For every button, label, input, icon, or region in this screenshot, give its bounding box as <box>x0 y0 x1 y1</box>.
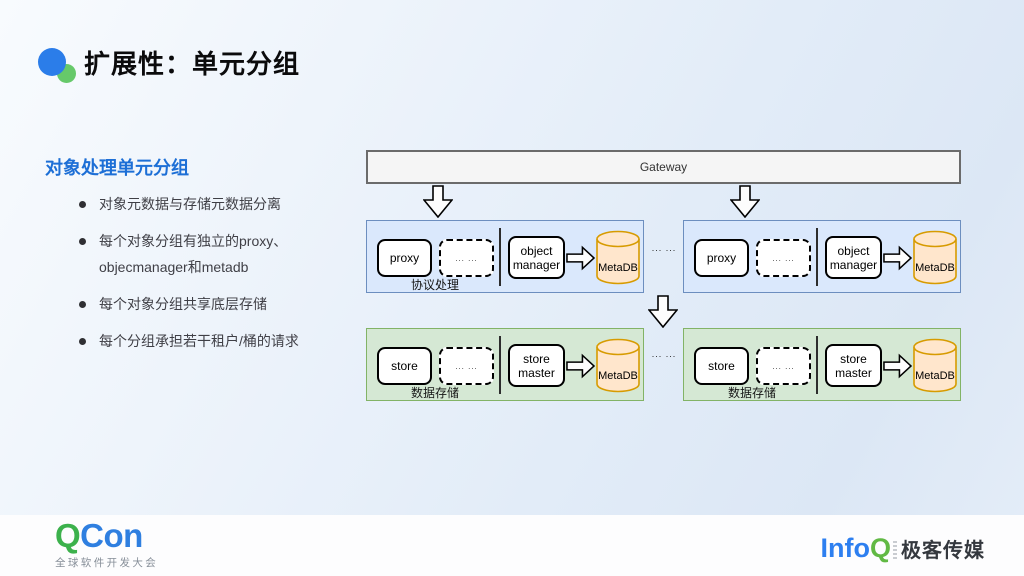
group-label: 数据存储 <box>410 386 459 400</box>
metadb-label: MetaDB <box>598 370 638 382</box>
footer: QCon 全球软件开发大会 InfoQ 极客传媒 <box>0 515 1024 576</box>
node-label-line1: store <box>523 351 550 366</box>
bullet-dot-icon <box>79 301 86 308</box>
node-label-line1: store <box>840 351 867 366</box>
metadb-cylinder-icon <box>913 338 957 393</box>
bullet-dot-icon <box>79 338 86 345</box>
infoq-info: Info <box>820 532 870 563</box>
store-master-node: store master <box>508 344 565 387</box>
object-manager-node: object manager <box>825 236 882 279</box>
qcon-wordmark: QCon <box>55 519 158 553</box>
bullet-circles-icon <box>38 48 80 84</box>
protocol-unit-left: proxy ... ... 协议处理 object manager MetaDB <box>366 220 644 293</box>
more-nodes-placeholder: ... ... <box>439 239 494 277</box>
down-arrow-icon <box>730 185 760 218</box>
infoq-q: Q <box>869 532 891 563</box>
qcon-con: Con <box>80 517 143 554</box>
store-master-node: store master <box>825 344 882 387</box>
unit-divider <box>499 336 501 394</box>
bullet-item: 每个对象分组共享底层存储 <box>78 291 344 317</box>
bullet-text: 每个对象分组有独立的proxy、objecmanager和metadb <box>99 233 288 275</box>
storage-unit-left: store ... ... 数据存储 store master MetaDB <box>366 328 644 401</box>
bullet-item: 每个分组承担若干租户/桶的请求 <box>78 328 344 354</box>
object-manager-node: object manager <box>508 236 565 279</box>
storage-unit-right: store ... ... 数据存储 store master MetaDB <box>683 328 961 401</box>
unit-divider <box>816 336 818 394</box>
bullet-text: 对象元数据与存储元数据分离 <box>99 196 281 212</box>
bullet-item: 对象元数据与存储元数据分离 <box>78 191 344 217</box>
right-arrow-icon <box>883 245 912 271</box>
more-nodes-placeholder: ... ... <box>756 347 811 385</box>
ellipsis-between-units: ... ... <box>651 349 677 359</box>
down-arrow-icon <box>648 295 678 328</box>
metadb-label: MetaDB <box>598 262 638 274</box>
bullet-list: 对象元数据与存储元数据分离 每个对象分组有独立的proxy、objecmanag… <box>78 191 344 365</box>
bullet-dot-icon <box>79 238 86 245</box>
infoq-logo: InfoQ 极客传媒 <box>821 532 986 563</box>
node-label-line2: manager <box>829 257 878 272</box>
unit-divider <box>499 228 501 286</box>
qcon-logo: QCon 全球软件开发大会 <box>55 519 158 570</box>
more-nodes-placeholder: ... ... <box>439 347 494 385</box>
right-arrow-icon <box>566 245 595 271</box>
unit-divider <box>816 228 818 286</box>
group-label: 协议处理 <box>410 278 459 292</box>
proxy-node: proxy <box>377 239 432 277</box>
qcon-tagline: 全球软件开发大会 <box>55 557 159 569</box>
ellipsis-between-units: ... ... <box>651 243 677 253</box>
bullet-text: 每个对象分组共享底层存储 <box>99 296 267 312</box>
protocol-unit-right: proxy ... ... object manager MetaDB <box>683 220 961 293</box>
node-label-line2: manager <box>512 257 561 272</box>
group-label: 数据存储 <box>727 386 776 400</box>
node-label-line1: object <box>837 243 870 258</box>
node-label-line1: object <box>520 243 553 258</box>
store-node: store <box>377 347 432 385</box>
metadb-cylinder-icon <box>596 230 640 285</box>
node-label-line2: master <box>518 365 555 380</box>
right-arrow-icon <box>883 353 912 379</box>
store-node: store <box>694 347 749 385</box>
right-arrow-icon <box>566 353 595 379</box>
bullet-dot-icon <box>79 201 86 208</box>
qcon-q: Q <box>55 517 81 554</box>
gateway-box: Gateway <box>366 150 961 184</box>
infoq-media-label: 极客传媒 <box>901 540 985 562</box>
down-arrow-icon <box>423 185 453 218</box>
gateway-label: Gateway <box>639 160 688 174</box>
metadb-label: MetaDB <box>915 370 955 382</box>
infoq-wordmark: InfoQ <box>821 534 892 562</box>
metadb-cylinder-icon <box>913 230 957 285</box>
bullet-item: 每个对象分组有独立的proxy、objecmanager和metadb <box>78 228 344 280</box>
more-nodes-placeholder: ... ... <box>756 239 811 277</box>
node-label-line2: master <box>835 365 872 380</box>
metadb-label: MetaDB <box>915 262 955 274</box>
infoq-mark-icon <box>893 540 897 559</box>
page-title: 扩展性：单元分组 <box>84 49 301 79</box>
section-heading: 对象处理单元分组 <box>45 158 189 178</box>
blue-circle-icon <box>38 48 66 76</box>
bullet-text: 每个分组承担若干租户/桶的请求 <box>99 333 299 349</box>
proxy-node: proxy <box>694 239 749 277</box>
metadb-cylinder-icon <box>596 338 640 393</box>
